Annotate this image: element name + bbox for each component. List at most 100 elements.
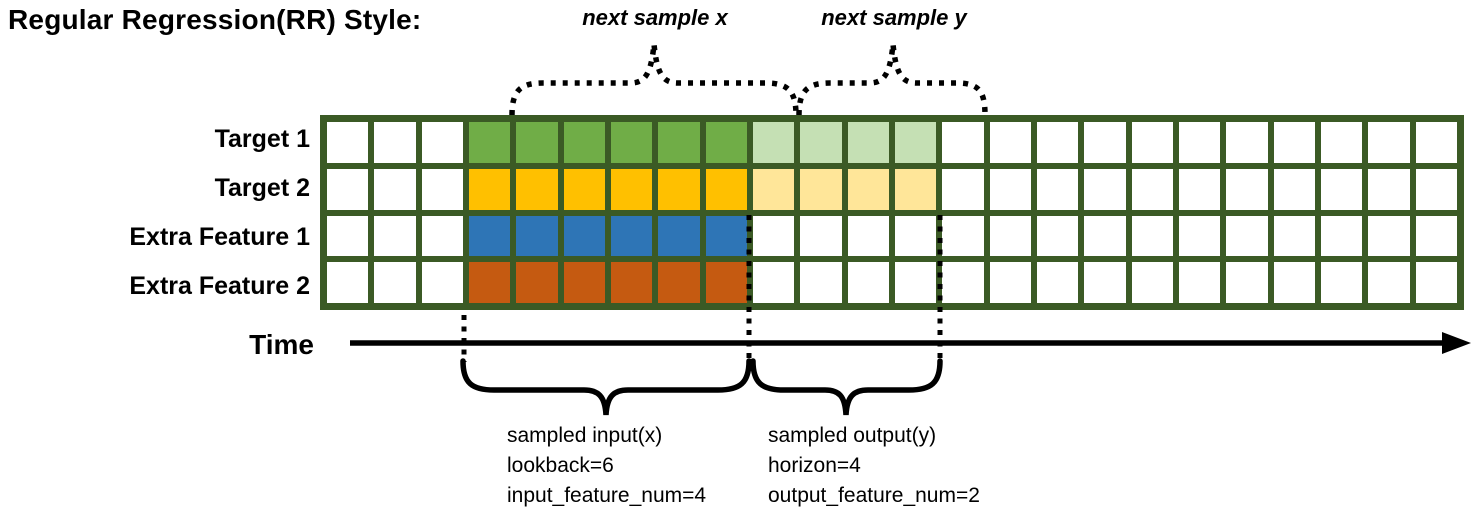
grid-cell	[1270, 259, 1318, 306]
grid-cell	[513, 259, 561, 306]
grid-cell	[418, 119, 466, 166]
grid-cell	[1175, 165, 1224, 213]
grid-cell	[939, 259, 987, 306]
sampled-input-title: sampled input(x)	[507, 424, 663, 447]
next-sample-x-label: next sample x	[582, 5, 728, 30]
grid-cell	[1317, 259, 1366, 306]
grid-cell	[324, 119, 372, 166]
grid-cell	[655, 259, 703, 306]
grid-cell	[324, 212, 372, 260]
lookback-value: lookback=6	[507, 454, 614, 477]
grid-cell	[465, 119, 514, 166]
grid-cell	[1270, 165, 1318, 213]
grid-cell	[513, 165, 561, 213]
grid-cell	[1033, 259, 1082, 306]
grid-cell	[986, 259, 1034, 306]
grid-cell	[797, 212, 845, 260]
grid-cell	[844, 259, 892, 306]
grid-cell	[702, 212, 750, 260]
grid-cell	[986, 212, 1034, 260]
grid-cell	[844, 165, 892, 213]
grid-cell	[1175, 212, 1224, 260]
grid-cell	[607, 212, 656, 260]
grid-cell	[655, 119, 703, 166]
grid-cell	[702, 119, 750, 166]
grid-cell	[797, 165, 845, 213]
output-feature-num-value: output_feature_num=2	[768, 484, 980, 507]
grid-cell	[891, 259, 940, 306]
sampled-input-caption: sampled input(x) lookback=6 input_featur…	[507, 421, 706, 511]
grid-cell	[749, 212, 798, 260]
grid-cell	[1128, 259, 1176, 306]
grid-cell	[1270, 212, 1318, 260]
horizon-value: horizon=4	[768, 454, 861, 477]
grid-cell	[607, 119, 656, 166]
grid-cell	[465, 212, 514, 260]
sampled-input-brace	[460, 358, 752, 416]
grid-cell	[939, 119, 987, 166]
grid-cell	[891, 119, 940, 166]
grid-cell	[749, 165, 798, 213]
grid-cell	[939, 165, 987, 213]
grid-cell	[749, 259, 798, 306]
grid-cell	[1175, 119, 1224, 166]
grid-cell	[986, 165, 1034, 213]
grid-cell	[418, 165, 466, 213]
grid-cell	[1081, 259, 1129, 306]
grid-cell	[607, 165, 656, 213]
grid-cell	[1317, 119, 1366, 166]
grid-cell	[1412, 259, 1460, 306]
grid-cell	[371, 212, 419, 260]
sampled-output-brace	[750, 358, 943, 416]
grid-cell	[560, 259, 608, 306]
grid-cell	[797, 119, 845, 166]
row-label-extra-feature-2: Extra Feature 2	[129, 272, 310, 300]
next-sample-x-brace	[509, 43, 799, 116]
grid-cell	[1412, 119, 1460, 166]
grid-cell	[1081, 212, 1129, 260]
row-label-target-1: Target 1	[214, 125, 310, 153]
grid-cell	[324, 165, 372, 213]
grid-cell	[1033, 165, 1082, 213]
grid-cell	[465, 259, 514, 306]
grid-cell	[1365, 259, 1413, 306]
grid-cell	[891, 165, 940, 213]
grid-cell	[1270, 119, 1318, 166]
grid-cell	[1128, 165, 1176, 213]
grid-cell	[1412, 212, 1460, 260]
grid-cell	[465, 165, 514, 213]
grid-cell	[655, 212, 703, 260]
grid-cell	[1128, 212, 1176, 260]
grid-cell	[1365, 119, 1413, 166]
grid-cell	[513, 119, 561, 166]
grid-cell	[797, 259, 845, 306]
sampled-output-title: sampled output(y)	[768, 424, 937, 447]
grid-cell	[1033, 212, 1082, 260]
grid-cell	[560, 165, 608, 213]
next-sample-y-label: next sample y	[821, 5, 967, 30]
grid-cell	[1223, 119, 1271, 166]
grid-cell	[1223, 212, 1271, 260]
grid-cell	[371, 119, 419, 166]
grid-cell	[1317, 212, 1366, 260]
grid-cell	[418, 212, 466, 260]
grid-cell	[891, 212, 940, 260]
grid-cell	[655, 165, 703, 213]
grid-cell	[702, 165, 750, 213]
page-title: Regular Regression(RR) Style:	[8, 4, 422, 35]
grid-cell	[702, 259, 750, 306]
grid-cell	[1223, 259, 1271, 306]
next-sample-y-brace	[796, 43, 988, 116]
grid-cell	[749, 119, 798, 166]
grid-cell	[1365, 165, 1413, 213]
grid-cell	[986, 119, 1034, 166]
grid-cell	[418, 259, 466, 306]
grid-cell	[371, 165, 419, 213]
grid	[320, 115, 1464, 310]
grid-cell	[371, 259, 419, 306]
sampled-output-caption: sampled output(y) horizon=4 output_featu…	[768, 421, 980, 511]
time-arrow-head	[1442, 332, 1471, 354]
time-axis-label: Time	[249, 329, 314, 360]
grid-cell	[1081, 119, 1129, 166]
